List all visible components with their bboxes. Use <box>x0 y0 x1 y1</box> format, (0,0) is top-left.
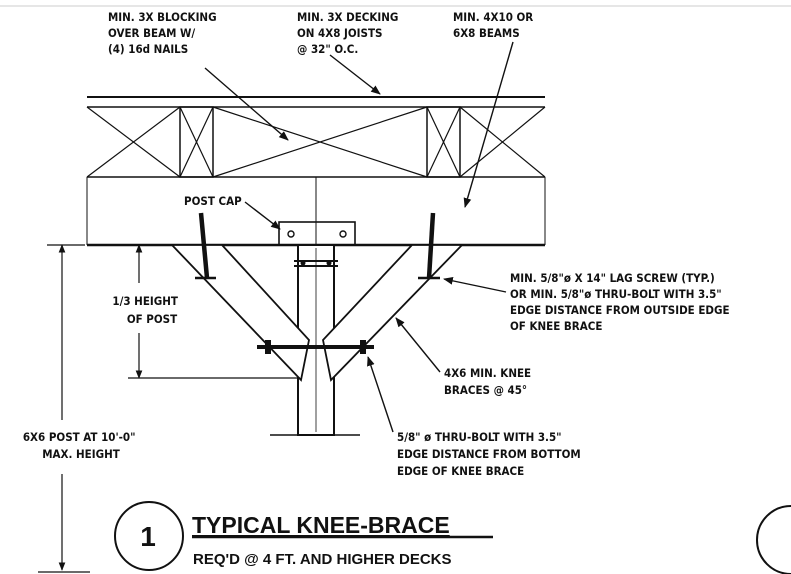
post-label: 6X6 POST AT 10'-0" MAX. HEIGHT <box>23 430 139 461</box>
blocking-left <box>179 106 214 178</box>
lag-screw-label: MIN. 5/8"ø X 14" LAG SCREW (TYP.) OR MIN… <box>510 271 733 333</box>
thru-bolt-label: 5/8" ø THRU-BOLT WITH 3.5" EDGE DISTANCE… <box>397 430 584 478</box>
knee-braces-label: 4X6 MIN. KNEE BRACES @ 45° <box>444 366 535 397</box>
next-detail-circle-partial <box>756 505 791 574</box>
blocking-right <box>426 106 461 178</box>
thru-bolt <box>257 340 374 354</box>
post-cap <box>278 221 356 246</box>
detail-number: 1 <box>140 521 156 552</box>
leader-lines <box>204 41 514 433</box>
knee-brace-left <box>169 244 310 382</box>
blocking-label: MIN. 3X BLOCKING OVER BEAM W/ (4) 16d NA… <box>108 10 220 56</box>
height-label: 1/3 HEIGHT OF POST <box>112 294 181 326</box>
decking-label: MIN. 3X DECKING ON 4X8 JOISTS @ 32" O.C. <box>297 10 402 56</box>
decking-and-joists <box>86 96 546 178</box>
detail-title-block: 1 TYPICAL KNEE-BRACE REQ'D @ 4 FT. AND H… <box>114 501 493 571</box>
lag-screws <box>195 212 440 280</box>
detail-title: TYPICAL KNEE-BRACE <box>192 512 450 538</box>
detail-subtitle: REQ'D @ 4 FT. AND HIGHER DECKS <box>193 551 452 568</box>
knee-brace-right <box>322 244 465 382</box>
beams-label: MIN. 4X10 OR 6X8 BEAMS <box>453 10 537 40</box>
detail-number-circle <box>114 501 184 571</box>
post-cap-label: POST CAP <box>184 194 242 208</box>
dimension-lines <box>38 244 300 573</box>
